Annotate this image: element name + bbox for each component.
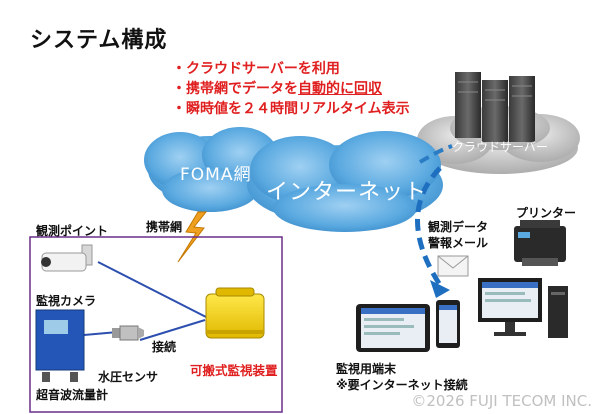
- site-title: 観測ポイント: [36, 224, 109, 238]
- lightning-icon: [177, 211, 208, 263]
- feature-emphasis: 自動的に回収: [298, 81, 382, 97]
- desktop-pc-icon: [478, 278, 568, 338]
- tablet-icon: [356, 304, 430, 352]
- page-title: システム構成: [30, 28, 168, 53]
- cloud-link-dashes: [418, 144, 453, 164]
- internet-cloud-label: インターネット: [266, 180, 428, 205]
- smartphone-icon: [436, 300, 460, 348]
- mail-icon: [437, 255, 469, 277]
- feature-item-2: ・携帯網でデータを自動的に回収: [172, 78, 382, 98]
- camera-icon: [41, 244, 93, 272]
- printer-icon: [514, 220, 566, 266]
- feature-item-1: ・クラウドサーバーを利用: [172, 58, 340, 78]
- internet-cloud: [247, 131, 443, 232]
- connection-lines: [83, 261, 209, 341]
- cloud-server-label: クラウドサーバー: [452, 140, 548, 154]
- feature-bullet: ・: [172, 81, 186, 97]
- feature-bullet: ・: [172, 61, 186, 77]
- pressure-sensor-icon: [112, 325, 144, 341]
- mail-label-line2: 警報メール: [428, 236, 489, 250]
- printer-label: プリンター: [516, 206, 577, 220]
- feature-item-3: ・瞬時値を２４時間リアルタイム表示: [172, 98, 410, 118]
- pressure-sensor-label: 水圧センサ: [98, 370, 159, 384]
- feature-text: クラウドサーバーを利用: [186, 61, 340, 77]
- connection-label: 接続: [152, 340, 177, 354]
- foma-cloud-label: FOMA網: [180, 165, 252, 185]
- flowmeter-icon: [35, 309, 85, 382]
- mail-arrow-head: [430, 280, 450, 298]
- feature-text: 瞬時値を２４時間リアルタイム表示: [186, 101, 410, 117]
- mail-label-line1: 観測データ: [428, 220, 489, 234]
- flowmeter-label: 超音波流量計: [36, 388, 109, 402]
- mail-arrow: [415, 166, 443, 287]
- monitoring-device-label: 可搬式監視装置: [190, 363, 278, 378]
- feature-text: 携帯網でデータを: [186, 81, 298, 97]
- camera-label: 監視カメラ: [36, 294, 97, 308]
- site-frame: [29, 236, 283, 413]
- terminal-label-line1: 監視用端末: [336, 362, 397, 376]
- copyright-text: ©2026 FUJI TECOM INC.: [411, 392, 592, 410]
- monitoring-device-icon: [205, 287, 265, 339]
- mobile-network-label: 携帯網: [146, 220, 183, 234]
- feature-bullet: ・: [172, 101, 186, 117]
- terminal-label-line2: ※要インターネット接続: [336, 378, 468, 392]
- server-racks: [455, 72, 535, 142]
